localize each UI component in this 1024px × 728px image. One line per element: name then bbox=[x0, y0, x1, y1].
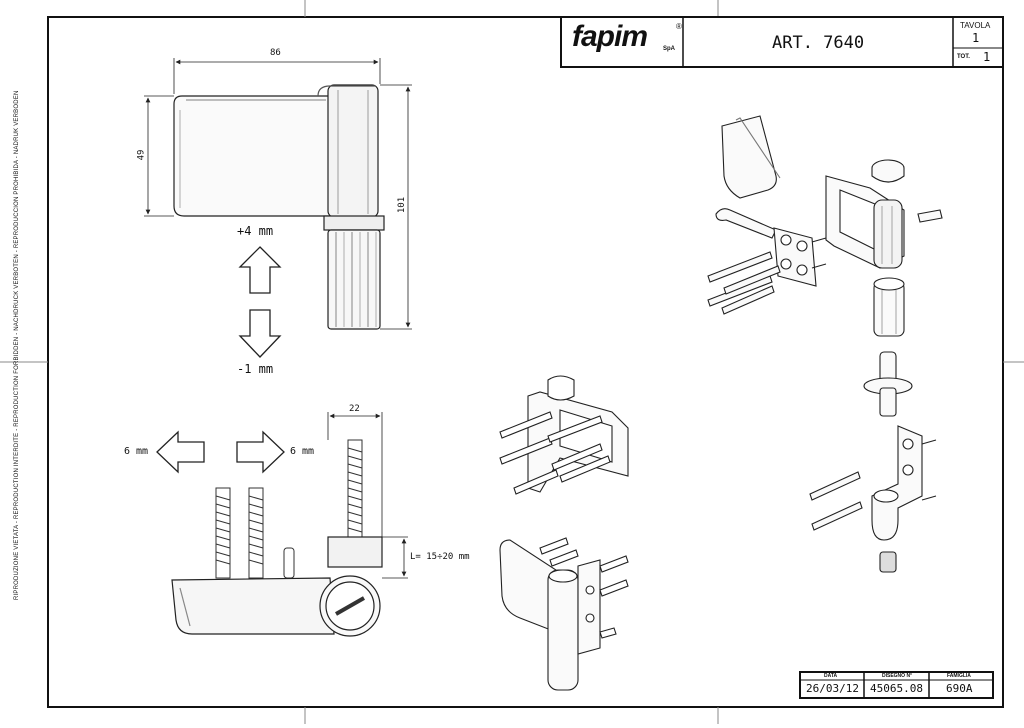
assembled-hinge-iso-1 bbox=[499, 375, 629, 495]
reproduction-notice: RIPRODUZIONE VIETATA - REPRODUCTION INTE… bbox=[14, 90, 20, 600]
footer-date: 26/03/12 bbox=[806, 682, 859, 695]
arrow-left bbox=[156, 430, 205, 474]
footer-family: 690A bbox=[946, 682, 973, 695]
dimension-height-right: 101 bbox=[397, 196, 408, 214]
adjust-left-label: 6 mm bbox=[124, 446, 149, 457]
footer-header-family: FAMIGLIA bbox=[947, 673, 971, 679]
hinge-side-view bbox=[173, 84, 385, 330]
registered-icon: ® bbox=[676, 22, 682, 31]
brand-logo: fapim bbox=[572, 20, 648, 53]
hinge-top-view bbox=[171, 439, 383, 637]
footer-drawing-number: 45065.08 bbox=[870, 682, 923, 695]
arrow-right bbox=[236, 430, 285, 474]
brand-suffix: SpA bbox=[663, 46, 675, 52]
footer-block bbox=[799, 671, 994, 699]
assembled-hinge-iso-2 bbox=[499, 537, 629, 691]
dimension-height-left: 49 bbox=[136, 149, 147, 161]
article-number: ART. 7640 bbox=[772, 33, 865, 53]
dimension-width-top: 86 bbox=[270, 48, 281, 58]
exploded-assembly bbox=[707, 115, 943, 573]
tavola-value: 1 bbox=[972, 31, 980, 45]
screw-length-label: L= 15÷20 mm bbox=[410, 552, 470, 562]
adjust-down-label: -1 mm bbox=[237, 362, 274, 376]
dimension-width-bottom: 22 bbox=[349, 404, 360, 414]
tot-value: 1 bbox=[983, 50, 991, 64]
arrow-up bbox=[238, 246, 282, 294]
dimension-lines-side bbox=[144, 58, 412, 330]
tot-label: TOT. bbox=[957, 54, 970, 60]
arrow-down bbox=[238, 309, 282, 358]
footer-header-drawing: DISEGNO N° bbox=[882, 673, 913, 679]
tavola-label: TAVOLA bbox=[960, 21, 991, 30]
adjust-up-label: +4 mm bbox=[237, 224, 274, 238]
dimension-lines-top bbox=[327, 412, 408, 579]
footer-header-date: DATA bbox=[824, 673, 838, 679]
adjust-right-label: 6 mm bbox=[290, 446, 315, 457]
title-block bbox=[560, 16, 1004, 68]
